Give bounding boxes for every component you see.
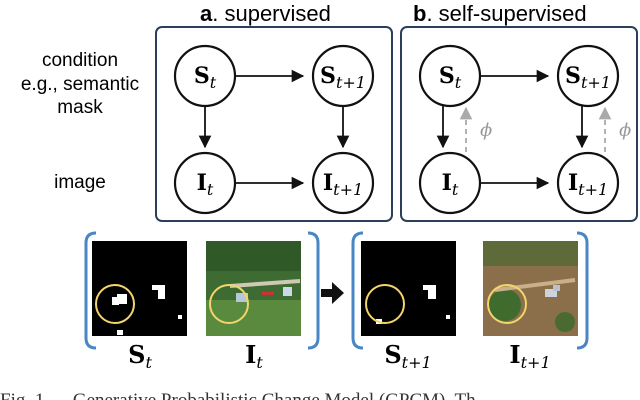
mask-building bbox=[423, 285, 432, 290]
highlight-circle bbox=[209, 284, 249, 324]
house-roof bbox=[236, 293, 248, 302]
highlight-circle bbox=[95, 284, 135, 324]
panel-a-graph: St St+1 It It+1 bbox=[173, 44, 375, 215]
bracket-left-close bbox=[307, 231, 320, 350]
transition-arrow-icon bbox=[321, 282, 344, 304]
node-a-i-t-label: It bbox=[197, 170, 214, 199]
road bbox=[494, 278, 576, 292]
node-a-s-t1-label: St+1 bbox=[320, 63, 366, 92]
node-a-i-t1 bbox=[311, 151, 375, 215]
panel-a-rest: . supervised bbox=[212, 1, 331, 26]
image-mask-s-t1 bbox=[361, 241, 456, 336]
mask-building bbox=[117, 330, 123, 335]
bracket-right-close bbox=[576, 231, 589, 350]
house-roof bbox=[545, 289, 557, 297]
mask-building bbox=[446, 315, 450, 319]
house-roof bbox=[283, 287, 292, 296]
panel-a-title: a. supervised bbox=[200, 1, 331, 26]
label-semantic: e.g., semantic bbox=[21, 74, 139, 95]
highlight-circle bbox=[487, 284, 527, 324]
node-b-i-t-label: It bbox=[442, 170, 459, 199]
panel-b-graph: ϕ ϕ St St+1 It It+1 bbox=[418, 44, 631, 215]
bracket-right-open bbox=[351, 231, 364, 350]
node-b-i-t bbox=[418, 151, 482, 215]
panel-b-title: b. self-supervised bbox=[413, 1, 587, 26]
mask-building bbox=[178, 315, 182, 319]
panel-b-letter: b bbox=[413, 1, 426, 26]
mask-building bbox=[158, 285, 165, 299]
mask-building bbox=[117, 294, 127, 304]
node-b-i-t1-label: It+1 bbox=[568, 170, 608, 199]
phi-label-t1: ϕ bbox=[619, 120, 631, 141]
bracket-left-open bbox=[84, 231, 97, 350]
panel-b-rest: . self-supervised bbox=[426, 1, 586, 26]
mask-building bbox=[428, 285, 436, 299]
panel-a-letter: a bbox=[200, 1, 213, 26]
image-label-i-t: It bbox=[245, 340, 263, 372]
node-a-s-t-label: St bbox=[194, 63, 217, 92]
node-b-s-t-label: St bbox=[439, 63, 462, 92]
node-b-s-t bbox=[418, 44, 482, 108]
mask-building bbox=[152, 285, 161, 290]
node-a-s-t1 bbox=[311, 44, 375, 108]
image-label-s-t1: St+1 bbox=[384, 340, 431, 372]
panel-a-box bbox=[155, 26, 393, 222]
phi-label-t: ϕ bbox=[480, 120, 492, 141]
image-aerial-i-t bbox=[206, 241, 301, 336]
image-label-s-t: St bbox=[128, 340, 152, 372]
mask-background bbox=[92, 241, 187, 336]
node-b-i-t1 bbox=[556, 151, 620, 215]
node-b-s-t1-label: St+1 bbox=[565, 63, 611, 92]
house-roof bbox=[553, 285, 560, 291]
label-image: image bbox=[54, 172, 106, 193]
image-mask-s-t bbox=[92, 241, 187, 336]
label-condition: condition bbox=[42, 50, 118, 71]
node-a-i-t1-label: It+1 bbox=[323, 170, 363, 199]
image-label-i-t1: It+1 bbox=[509, 340, 550, 372]
figure-caption: Fig. 1 — Generative Probabilistic Change… bbox=[0, 390, 476, 400]
road bbox=[229, 279, 301, 288]
mask-building bbox=[112, 297, 119, 305]
label-mask: mask bbox=[57, 97, 103, 118]
node-b-s-t1 bbox=[556, 44, 620, 108]
image-aerial-i-t1 bbox=[483, 241, 578, 336]
node-a-i-t bbox=[173, 151, 237, 215]
panel-b-box bbox=[400, 26, 638, 222]
node-a-s-t bbox=[173, 44, 237, 108]
highlight-circle bbox=[365, 284, 405, 324]
